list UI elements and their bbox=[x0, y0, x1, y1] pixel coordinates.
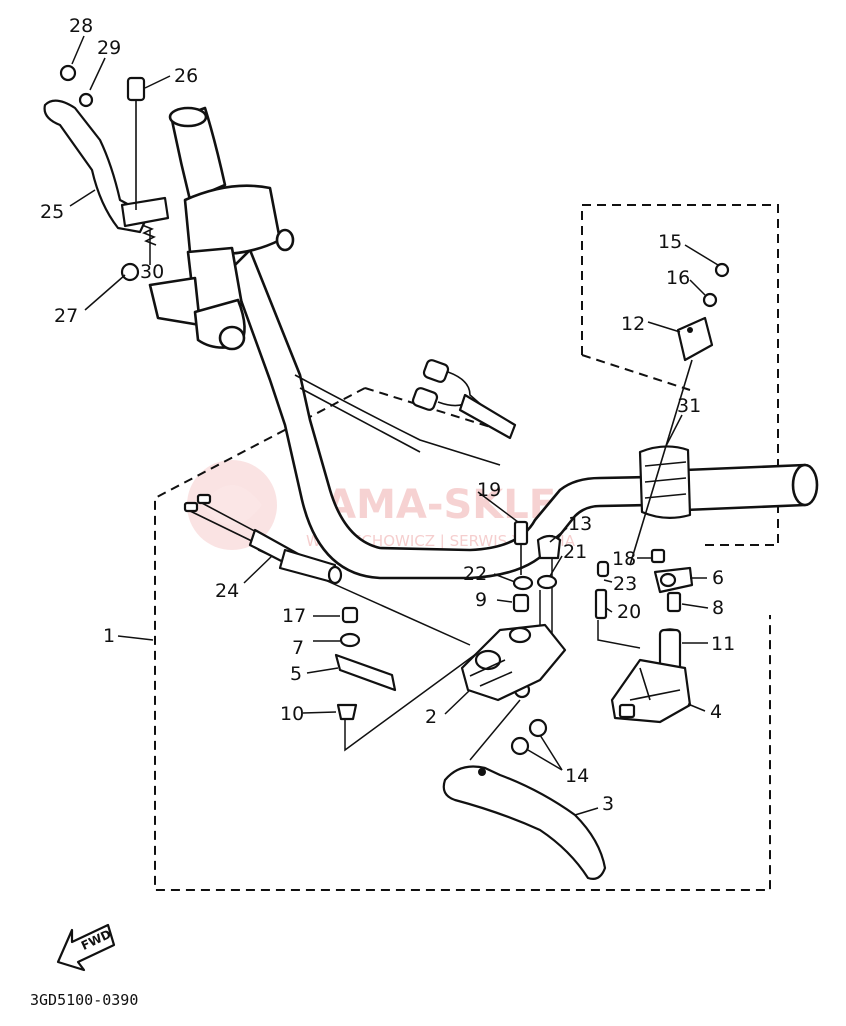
callout-16: 16 bbox=[666, 267, 690, 289]
callout-20: 20 bbox=[617, 601, 641, 623]
callout-15: 15 bbox=[658, 231, 682, 253]
callout-3: 3 bbox=[602, 793, 614, 815]
callout-27: 27 bbox=[54, 305, 78, 327]
clutch-lever bbox=[43, 64, 170, 282]
callout-18: 18 bbox=[612, 548, 636, 570]
callout-5: 5 bbox=[290, 663, 302, 685]
callout-labels: 28 29 26 25 30 27 15 16 12 31 19 13 21 2… bbox=[40, 15, 735, 815]
callout-25: 25 bbox=[40, 201, 64, 223]
callout-2: 2 bbox=[425, 706, 437, 728]
callout-14: 14 bbox=[565, 765, 589, 787]
fasteners bbox=[334, 520, 694, 756]
callout-9: 9 bbox=[475, 589, 487, 611]
brake-switch bbox=[610, 658, 692, 724]
callout-21: 21 bbox=[563, 541, 587, 563]
callout-19: 19 bbox=[477, 479, 501, 501]
brake-assembly-frame bbox=[154, 387, 771, 891]
callout-1: 1 bbox=[103, 625, 115, 647]
wire-connectors bbox=[411, 359, 517, 440]
callout-26: 26 bbox=[174, 65, 198, 87]
callout-28: 28 bbox=[69, 15, 93, 37]
callout-23: 23 bbox=[613, 573, 637, 595]
callout-17: 17 bbox=[282, 605, 306, 627]
callout-leaders bbox=[69, 35, 719, 816]
callout-11: 11 bbox=[711, 633, 735, 655]
callout-10: 10 bbox=[280, 703, 304, 725]
callout-13: 13 bbox=[568, 513, 592, 535]
reference-code: 3GD5100-0390 bbox=[30, 991, 138, 1009]
brake-lever bbox=[442, 765, 607, 880]
callout-31: 31 bbox=[677, 395, 701, 417]
callout-30: 30 bbox=[140, 261, 164, 283]
callout-6: 6 bbox=[712, 567, 724, 589]
callout-7: 7 bbox=[292, 637, 304, 659]
forward-arrow-icon: FWD bbox=[56, 923, 116, 972]
callout-8: 8 bbox=[712, 597, 724, 619]
callout-24: 24 bbox=[215, 580, 239, 602]
callout-22: 22 bbox=[463, 563, 487, 585]
brake-cable bbox=[183, 493, 343, 585]
switch-cover-parts bbox=[629, 262, 730, 566]
callout-4: 4 bbox=[710, 701, 722, 723]
callout-29: 29 bbox=[97, 37, 121, 59]
switch-group-frame bbox=[581, 204, 779, 546]
callout-12: 12 bbox=[621, 313, 645, 335]
master-cylinder bbox=[460, 623, 567, 702]
handlebar bbox=[148, 106, 819, 580]
